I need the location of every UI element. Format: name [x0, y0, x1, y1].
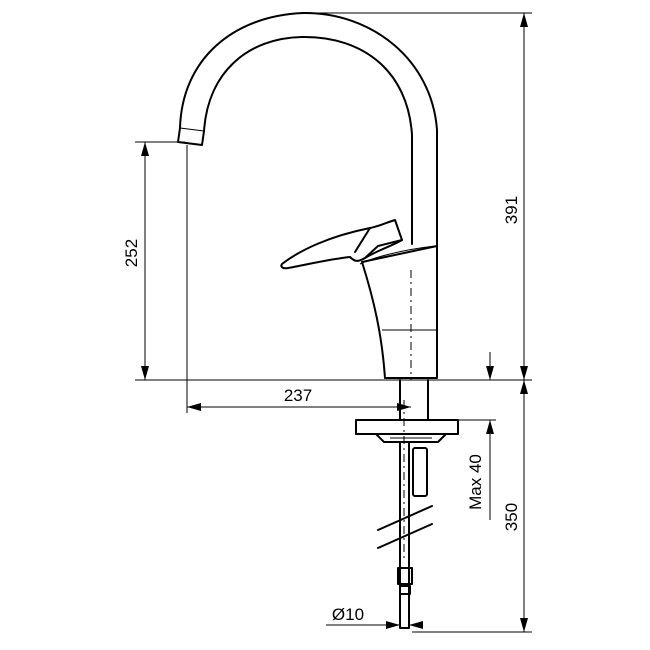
dimension-spout-height: 252: [122, 142, 149, 380]
faucet-body: [361, 245, 438, 379]
dimension-total-height: 391: [502, 13, 528, 380]
mounting-plate: [355, 419, 459, 435]
dimension-counter-thickness: Max 40: [466, 352, 494, 520]
dimension-label-max40: Max 40: [466, 454, 485, 510]
fixing-bracket: [375, 433, 447, 443]
break-mark: [377, 505, 433, 531]
break-mark: [377, 523, 433, 549]
dimension-label-237: 237: [284, 386, 312, 405]
dimension-label-252: 252: [122, 239, 141, 267]
dimension-label-d10: Ø10: [332, 605, 364, 624]
dimension-label-391: 391: [502, 196, 521, 224]
dimension-label-350: 350: [502, 503, 521, 531]
lever-handle: [280, 219, 436, 270]
spout: [177, 11, 438, 247]
dimension-hose-diameter: Ø10: [326, 605, 423, 629]
mounting-assembly: [355, 379, 459, 629]
hose-connector: [397, 567, 413, 585]
dimension-hose-length: 350: [502, 380, 528, 632]
dimension-spout-reach: 237: [187, 386, 411, 411]
threaded-rod: [412, 447, 428, 497]
